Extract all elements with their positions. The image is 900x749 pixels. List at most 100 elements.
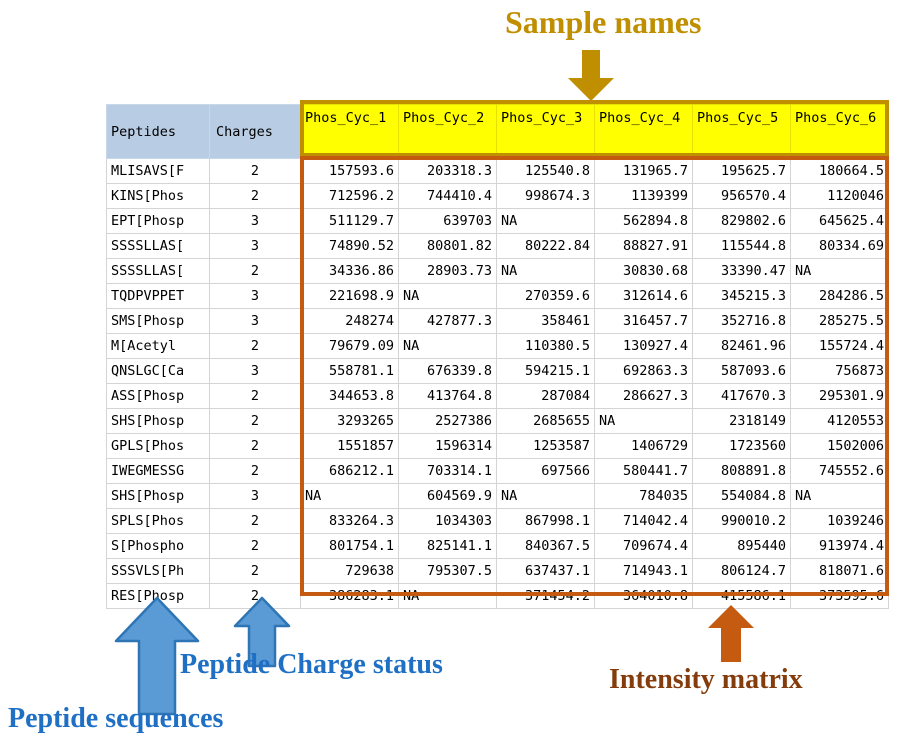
cell-charge[interactable]: 2 [209, 533, 301, 559]
cell-intensity[interactable]: 840367.5 [496, 533, 595, 559]
cell-intensity[interactable]: 1139399 [594, 183, 693, 209]
cell-intensity[interactable]: 784035 [594, 483, 693, 509]
cell-intensity[interactable]: 110380.5 [496, 333, 595, 359]
cell-intensity[interactable]: 115544.8 [692, 233, 791, 259]
cell-intensity[interactable]: 130927.4 [594, 333, 693, 359]
cell-intensity[interactable]: 801754.1 [300, 533, 399, 559]
cell-intensity[interactable]: 833264.3 [300, 508, 399, 534]
cell-intensity[interactable]: 1039246 [790, 508, 889, 534]
cell-intensity[interactable]: 79679.09 [300, 333, 399, 359]
cell-intensity[interactable]: 427877.3 [398, 308, 497, 334]
cell-intensity[interactable]: 913974.4 [790, 533, 889, 559]
cell-intensity[interactable]: 34336.86 [300, 258, 399, 284]
cell-intensity[interactable]: 3293265 [300, 408, 399, 434]
cell-intensity[interactable]: NA [790, 483, 889, 509]
cell-charge[interactable]: 3 [209, 233, 301, 259]
cell-intensity[interactable]: NA [398, 283, 497, 309]
cell-intensity[interactable]: 990010.2 [692, 508, 791, 534]
column-header-peptides[interactable]: Peptides [106, 104, 210, 159]
cell-intensity[interactable]: 344653.8 [300, 383, 399, 409]
cell-intensity[interactable]: 558781.1 [300, 358, 399, 384]
cell-intensity[interactable]: 312614.6 [594, 283, 693, 309]
cell-intensity[interactable]: 358461 [496, 308, 595, 334]
cell-intensity[interactable]: NA [496, 258, 595, 284]
cell-intensity[interactable]: 287084 [496, 383, 595, 409]
cell-peptide[interactable]: SPLS[Phos [106, 508, 210, 534]
cell-peptide[interactable]: M[Acetyl [106, 333, 210, 359]
cell-intensity[interactable]: 729638 [300, 558, 399, 584]
cell-charge[interactable]: 2 [209, 333, 301, 359]
cell-intensity[interactable]: 825141.1 [398, 533, 497, 559]
cell-intensity[interactable]: 286627.3 [594, 383, 693, 409]
cell-intensity[interactable]: 316457.7 [594, 308, 693, 334]
cell-charge[interactable]: 3 [209, 483, 301, 509]
cell-intensity[interactable]: 1253587 [496, 433, 595, 459]
cell-intensity[interactable]: 867998.1 [496, 508, 595, 534]
cell-intensity[interactable]: NA [300, 483, 399, 509]
cell-intensity[interactable]: 270359.6 [496, 283, 595, 309]
cell-intensity[interactable]: 712596.2 [300, 183, 399, 209]
cell-intensity[interactable]: 1551857 [300, 433, 399, 459]
cell-intensity[interactable]: 714943.1 [594, 558, 693, 584]
cell-intensity[interactable]: 2318149 [692, 408, 791, 434]
cell-intensity[interactable]: 692863.3 [594, 358, 693, 384]
cell-peptide[interactable]: GPLS[Phos [106, 433, 210, 459]
cell-intensity[interactable]: 756873 [790, 358, 889, 384]
cell-intensity[interactable]: 203318.3 [398, 158, 497, 184]
cell-intensity[interactable]: 808891.8 [692, 458, 791, 484]
cell-intensity[interactable]: 417670.3 [692, 383, 791, 409]
cell-intensity[interactable]: 180664.5 [790, 158, 889, 184]
cell-intensity[interactable]: 818071.6 [790, 558, 889, 584]
cell-intensity[interactable]: 30830.68 [594, 258, 693, 284]
cell-intensity[interactable]: 697566 [496, 458, 595, 484]
cell-peptide[interactable]: S[Phospho [106, 533, 210, 559]
column-header-sample-1[interactable]: Phos_Cyc_1 [300, 104, 399, 159]
cell-intensity[interactable]: 345215.3 [692, 283, 791, 309]
cell-intensity[interactable]: 125540.8 [496, 158, 595, 184]
cell-intensity[interactable]: 1034303 [398, 508, 497, 534]
cell-intensity[interactable]: 2527386 [398, 408, 497, 434]
cell-intensity[interactable]: 829802.6 [692, 208, 791, 234]
column-header-charges[interactable]: Charges [209, 104, 301, 159]
cell-intensity[interactable]: 637437.1 [496, 558, 595, 584]
cell-charge[interactable]: 2 [209, 158, 301, 184]
cell-peptide[interactable]: ASS[Phosp [106, 383, 210, 409]
cell-intensity[interactable]: 295301.9 [790, 383, 889, 409]
cell-intensity[interactable]: 795307.5 [398, 558, 497, 584]
cell-intensity[interactable]: 998674.3 [496, 183, 595, 209]
cell-intensity[interactable]: NA [398, 583, 497, 609]
cell-intensity[interactable]: 604569.9 [398, 483, 497, 509]
cell-intensity[interactable]: 155724.4 [790, 333, 889, 359]
cell-intensity[interactable]: NA [594, 408, 693, 434]
cell-charge[interactable]: 3 [209, 308, 301, 334]
cell-intensity[interactable]: 4120553 [790, 408, 889, 434]
cell-charge[interactable]: 2 [209, 558, 301, 584]
spreadsheet[interactable]: Peptides Charges Phos_Cyc_1 Phos_Cyc_2 P… [106, 104, 889, 609]
cell-intensity[interactable]: 364010.8 [594, 583, 693, 609]
cell-charge[interactable]: 3 [209, 208, 301, 234]
cell-intensity[interactable]: 806124.7 [692, 558, 791, 584]
cell-charge[interactable]: 2 [209, 258, 301, 284]
cell-charge[interactable]: 2 [209, 433, 301, 459]
column-header-sample-3[interactable]: Phos_Cyc_3 [496, 104, 595, 159]
cell-peptide[interactable]: SMS[Phosp [106, 308, 210, 334]
cell-intensity[interactable]: 744410.4 [398, 183, 497, 209]
cell-intensity[interactable]: 371454.2 [496, 583, 595, 609]
cell-intensity[interactable]: 373595.6 [790, 583, 889, 609]
cell-intensity[interactable]: 686212.1 [300, 458, 399, 484]
cell-intensity[interactable]: 2685655 [496, 408, 595, 434]
cell-intensity[interactable]: 221698.9 [300, 283, 399, 309]
cell-peptide[interactable]: MLISAVS[F [106, 158, 210, 184]
cell-intensity[interactable]: 709674.4 [594, 533, 693, 559]
cell-intensity[interactable]: 80801.82 [398, 233, 497, 259]
